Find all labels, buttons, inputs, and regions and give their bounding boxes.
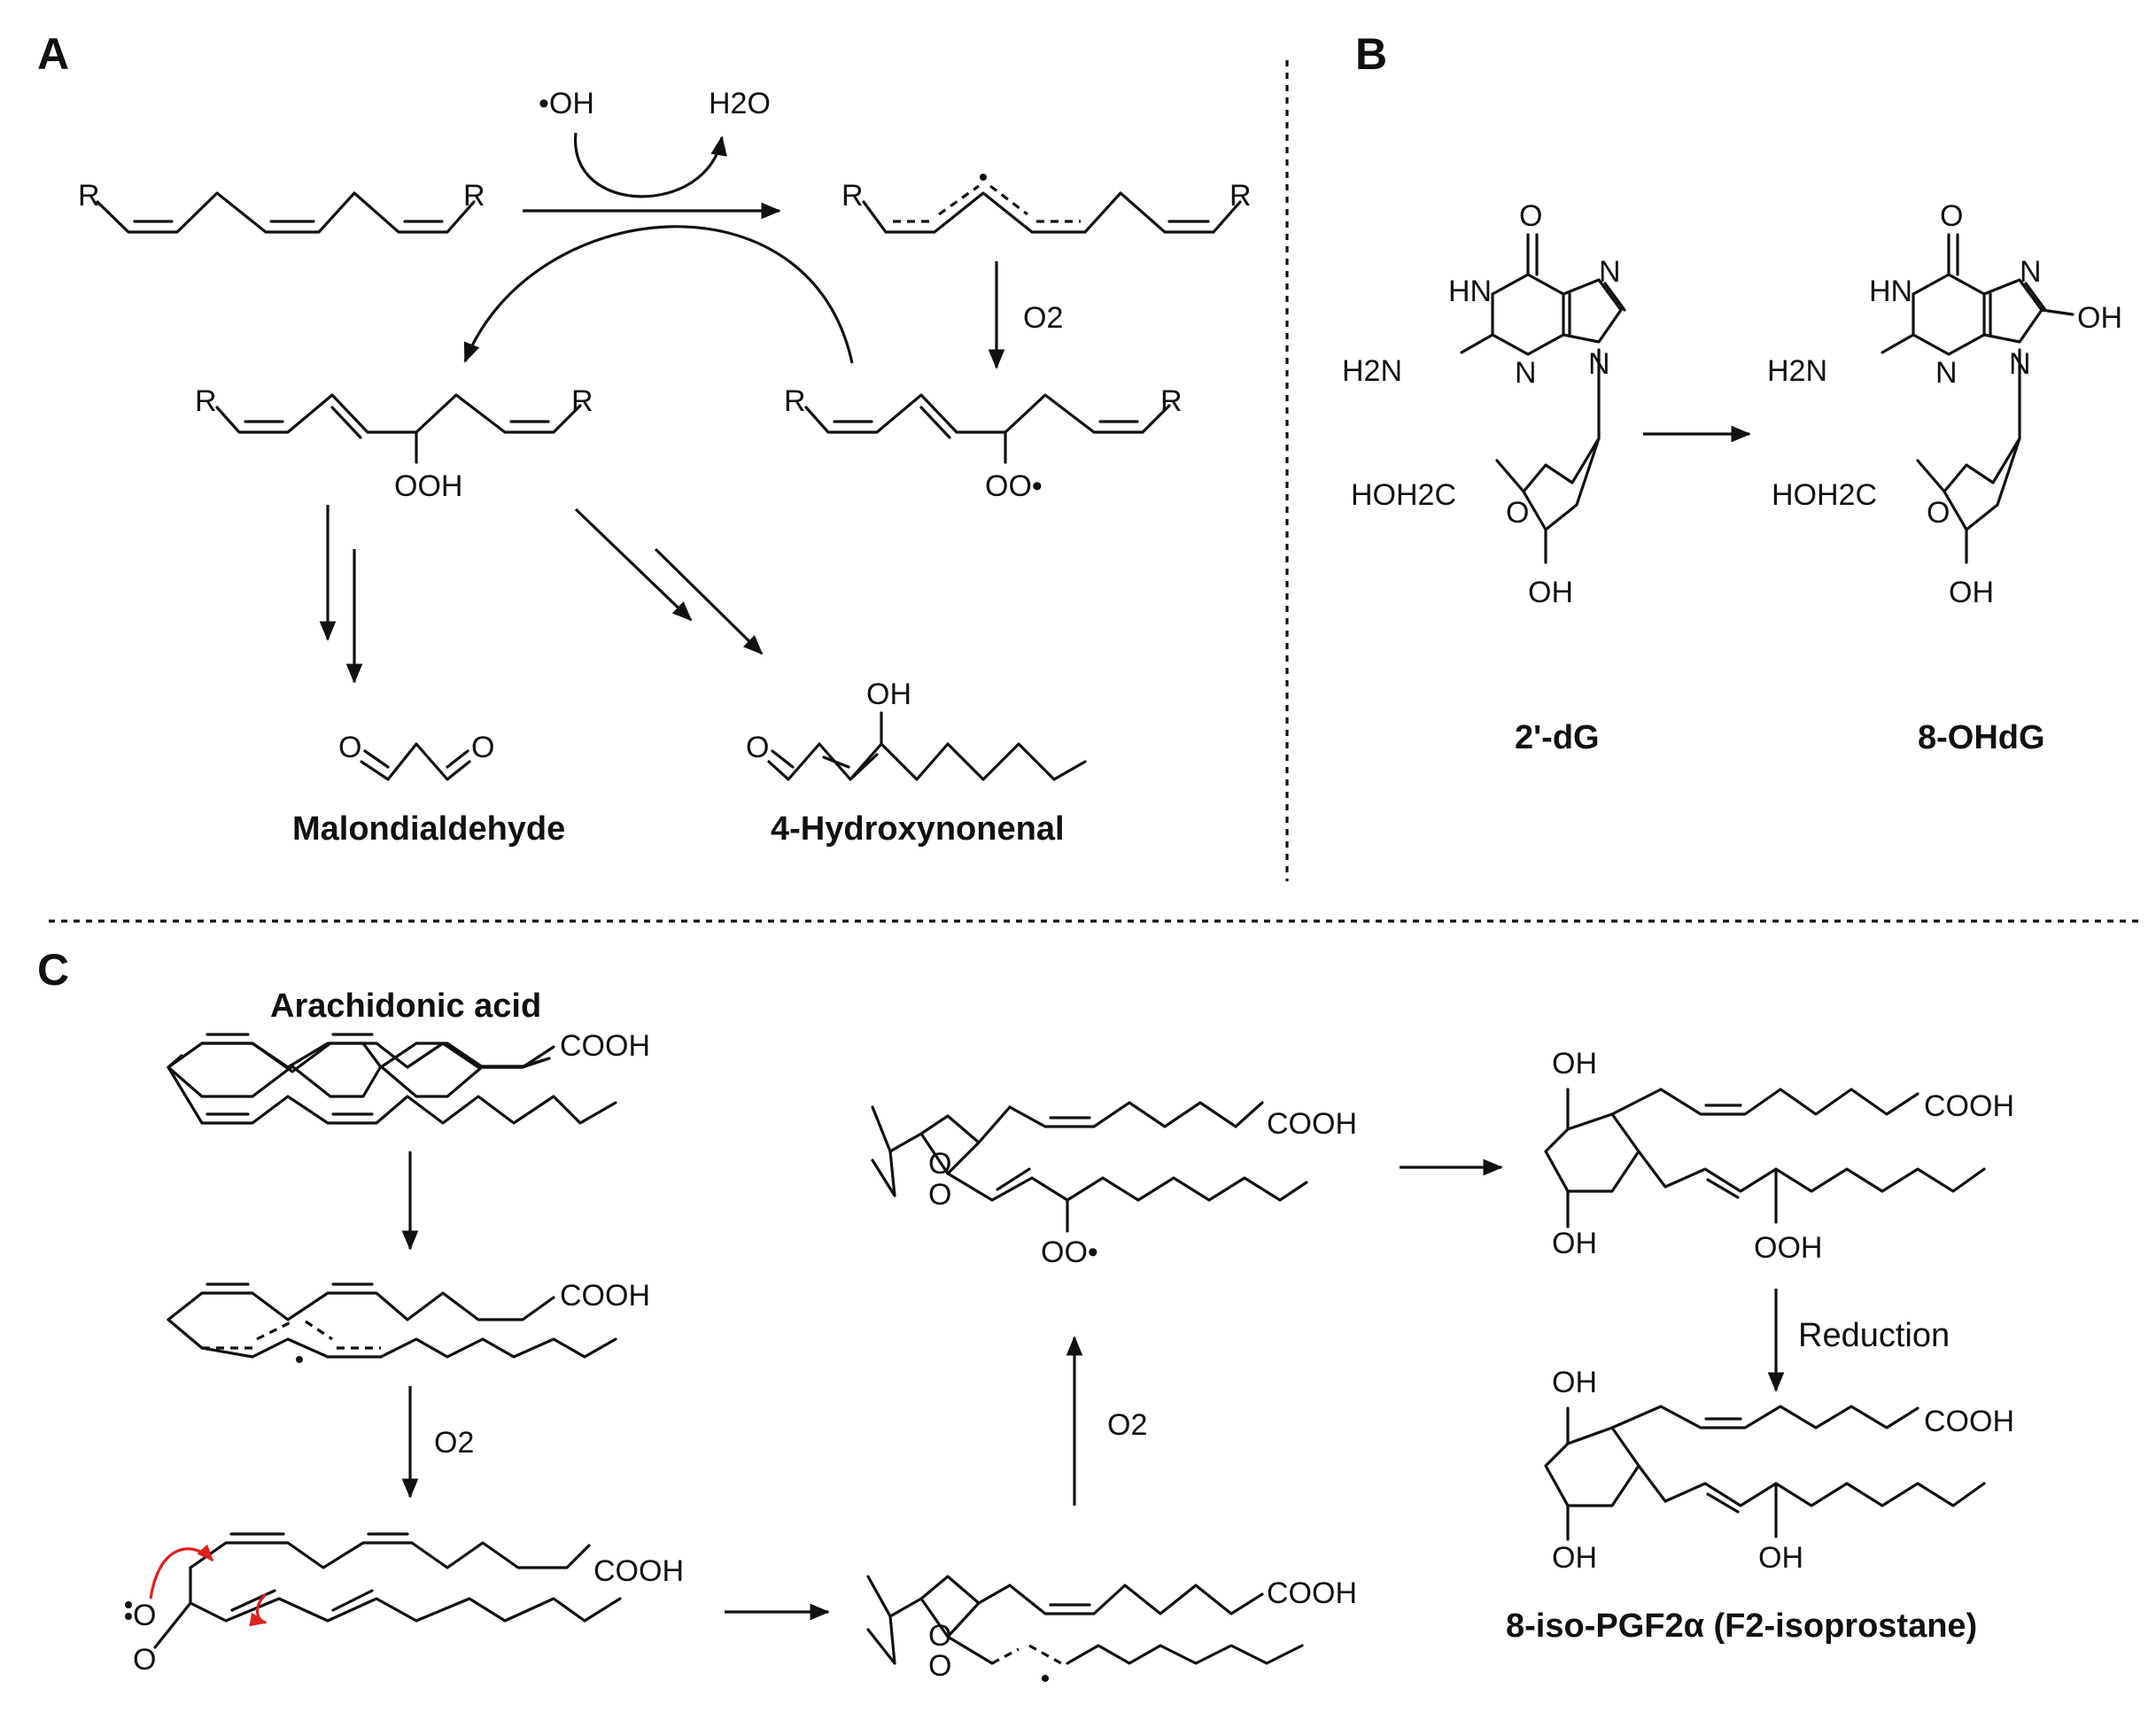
h-abstraction-curve xyxy=(574,132,727,198)
endoperoxide-radical-structure: O O COOH xyxy=(866,1575,1357,1683)
oxygen-atom: O xyxy=(928,1649,951,1683)
h2n-label: H2N xyxy=(1342,354,1402,388)
peroxyl-label: OO• xyxy=(1041,1236,1098,1269)
ohdg-label: 8-OHdG xyxy=(1918,719,2045,756)
carboxyl-label: COOH xyxy=(560,1029,650,1063)
panel-b-letter: B xyxy=(1355,29,1387,79)
o2-label: O2 xyxy=(434,1426,474,1460)
oxygen-atom: O xyxy=(928,1147,951,1181)
panel-a-letter: A xyxy=(37,29,69,79)
h2n-label: H2N xyxy=(1767,354,1827,388)
oxygen-atom: O xyxy=(1506,496,1529,530)
hydroxyl-label: OH xyxy=(866,678,911,711)
carboxyl-label: COOH xyxy=(1267,1576,1357,1610)
arachidonic-acid-label: Arachidonic acid xyxy=(270,988,541,1025)
water-label: H2O xyxy=(709,87,771,120)
panel-b: O HN H2N N N N HOH2C O OH 2'-dG O xyxy=(1342,199,2122,756)
hydroxyl-label: OH xyxy=(1552,1047,1597,1081)
pufa-structure: R R xyxy=(78,179,485,234)
hn-label: HN xyxy=(1448,275,1492,308)
oxygen-atom: O xyxy=(471,731,494,764)
isoprostane-structure: OH OH COOH OH 8-iso-PGF2α (F2-isoprostan… xyxy=(1506,1366,2014,1645)
panel-c-letter: C xyxy=(37,945,69,995)
oxygen-atom: O xyxy=(1927,496,1950,530)
prostane-hydroperoxide-structure: OH OH COOH OOH xyxy=(1544,1047,2014,1265)
r-group: R xyxy=(571,384,593,418)
r-group: R xyxy=(1229,179,1252,213)
hne-label: 4-Hydroxynonenal xyxy=(771,810,1065,848)
hydroxyl-label: OH xyxy=(1552,1541,1597,1575)
hydroperoxide-label: OOH xyxy=(394,469,462,503)
peroxyl-label: OO• xyxy=(985,469,1043,503)
oxygen-atom: O xyxy=(1940,199,1963,233)
arachidonyl-radical-structure: COOH xyxy=(167,1279,650,1363)
peroxyl-radical-structure: R R OO• xyxy=(784,384,1183,503)
r-group-right: R xyxy=(463,179,485,213)
n-atom: N xyxy=(1515,356,1537,390)
hydroxyl-label: OH xyxy=(1552,1227,1597,1260)
decomposition-arrow xyxy=(654,547,764,655)
reduction-label: Reduction xyxy=(1798,1317,1950,1354)
red-mechanism-arrow xyxy=(149,1544,214,1600)
lipid-hydroperoxide-structure: R R OOH xyxy=(195,384,593,503)
hydroxyl-label: OH xyxy=(1949,576,1994,609)
r-group-left: R xyxy=(78,179,100,213)
n-atom: N xyxy=(2009,347,2031,381)
isoprostane-label: 8-iso-PGF2α (F2-isoprostane) xyxy=(1506,1607,1977,1645)
oxygen-atom: O xyxy=(133,1643,156,1677)
malondialdehyde-structure: O O Malondialdehyde xyxy=(292,731,565,848)
oxygen-atom: O xyxy=(928,1178,951,1212)
n-atom: N xyxy=(2020,255,2042,289)
red-mechanism-arrow xyxy=(249,1592,268,1627)
n-atom: N xyxy=(1599,255,1621,289)
lipid-radical-structure: R R xyxy=(841,174,1252,234)
oxygen-atom: O xyxy=(746,731,769,764)
panel-a: R R •OH H2O R R O2 xyxy=(78,87,1252,848)
ohdg-structure: O HN H2N N N N OH HOH2C O OH 8-OHdG xyxy=(1767,199,2122,756)
oxygen-atom: O xyxy=(1519,199,1542,233)
carboxyl-label: COOH xyxy=(593,1554,684,1588)
dg-label: 2'-dG xyxy=(1515,719,1600,756)
hydroxyl-label: OH xyxy=(1758,1541,1803,1575)
n-atom: N xyxy=(1935,356,1958,390)
n-atom: N xyxy=(1588,347,1610,381)
carboxyl-label: COOH xyxy=(1924,1405,2014,1438)
carboxyl-label: COOH xyxy=(560,1279,650,1313)
oxygen-atom: O xyxy=(928,1619,951,1653)
carboxyl-label: COOH xyxy=(1924,1089,2014,1123)
malondialdehyde-label: Malondialdehyde xyxy=(292,810,565,848)
oxygen-atom: O xyxy=(338,731,361,764)
hn-label: HN xyxy=(1869,275,1912,308)
hydroxyl-label: OH xyxy=(2077,301,2122,335)
dg-structure: O HN H2N N N N HOH2C O OH 2'-dG xyxy=(1342,199,1626,756)
r-group: R xyxy=(784,384,806,418)
o2-label: O2 xyxy=(1023,301,1063,335)
decomposition-arrow xyxy=(574,507,693,622)
endoperoxide-peroxyl-structure: O O COOH OO• xyxy=(871,1101,1357,1269)
arachidonic-acid-structure: COOH xyxy=(167,1029,650,1125)
r-group: R xyxy=(195,384,217,418)
r-group: R xyxy=(1160,384,1183,418)
peroxyl-cyclization-structure: O O COOH xyxy=(125,1532,684,1677)
hoh2c-label: HOH2C xyxy=(1351,478,1456,512)
carboxyl-label: COOH xyxy=(1267,1107,1357,1141)
o2-label: O2 xyxy=(1107,1408,1147,1442)
hydroxyl-radical-label: •OH xyxy=(539,87,594,120)
hydroxyl-label: OH xyxy=(1552,1366,1597,1399)
hne-structure: O OH 4-Hydroxynonenal xyxy=(746,678,1087,848)
hydroperoxide-label: OOH xyxy=(1754,1231,1822,1265)
oxygen-atom: O xyxy=(133,1599,156,1632)
hoh2c-label: HOH2C xyxy=(1772,478,1877,512)
hydroxyl-label: OH xyxy=(1528,576,1573,609)
r-group: R xyxy=(841,179,864,213)
propagation-arc xyxy=(463,225,854,364)
panel-c: Arachidonic acid COOH COOH xyxy=(125,988,2014,1683)
